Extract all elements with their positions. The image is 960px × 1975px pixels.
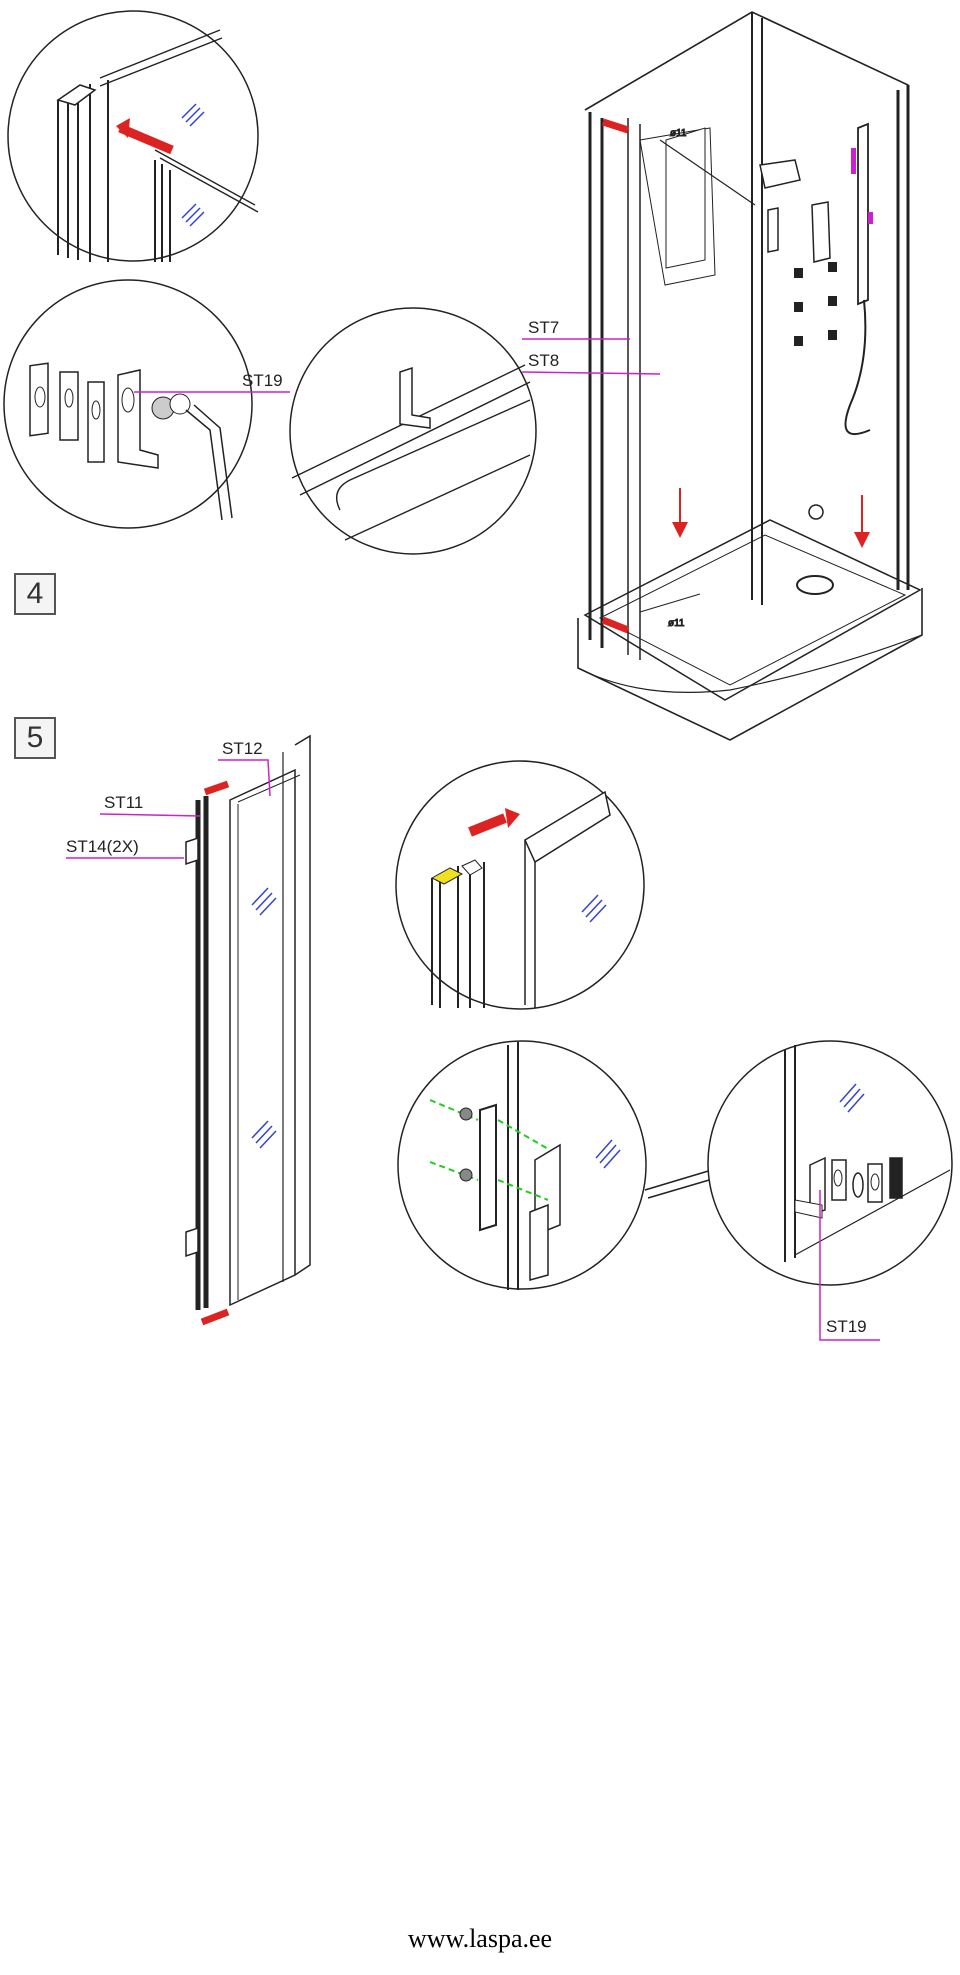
- glass-mark-icon: [251, 887, 277, 1149]
- shower-cabin: ø11 ø11: [577, 11, 923, 741]
- label-st7: ST7: [528, 318, 559, 337]
- detail-circle-bracket-on-tray: [289, 307, 537, 555]
- detail-circle-hinge-screws: [397, 1040, 647, 1290]
- glass-mark-icon: [595, 1139, 621, 1169]
- leader-st7: ST7: [522, 318, 630, 340]
- step-4-number: 4: [14, 573, 56, 615]
- label-st14: ST14(2X): [66, 837, 139, 856]
- label-st19-top: ST19: [242, 371, 283, 390]
- label-st19-bottom: ST19: [826, 1317, 867, 1336]
- door-panel-assembly: [185, 734, 311, 1326]
- footer-url[interactable]: www.laspa.ee: [407, 1924, 553, 1953]
- glass-mark-icon: [839, 1083, 865, 1113]
- leader-st14: ST14(2X): [66, 837, 184, 859]
- glass-mark-icon: [581, 894, 607, 923]
- hex-key-icon: [185, 404, 233, 521]
- step-5-label: 5: [26, 721, 44, 754]
- leader-st19-bottom: ST19: [819, 1190, 880, 1341]
- leader-st11: ST11: [99, 793, 201, 817]
- body-jets-icon: [794, 262, 837, 346]
- label-st8: ST8: [528, 351, 559, 370]
- dim-label-top: ø11: [670, 128, 687, 139]
- leader-st8: ST8: [521, 351, 661, 375]
- step-4-label: 4: [26, 577, 44, 610]
- glass-mark-icon: [181, 103, 205, 227]
- slide-arrow: [468, 813, 507, 837]
- dim-label-bottom: ø11: [668, 618, 685, 629]
- leader-st19-top: ST19: [134, 371, 290, 393]
- leader-st12: ST12: [218, 739, 271, 797]
- step-5-number: 5: [14, 717, 56, 759]
- detail-circle-seal-strip: [395, 760, 645, 1010]
- label-st11: ST11: [104, 793, 143, 812]
- detail-circle-profile-insert: [7, 10, 259, 262]
- detail-circle-bracket-parts: [3, 279, 253, 529]
- label-st12: ST12: [222, 739, 263, 758]
- detail-circle-bracket-wall: [707, 1040, 953, 1286]
